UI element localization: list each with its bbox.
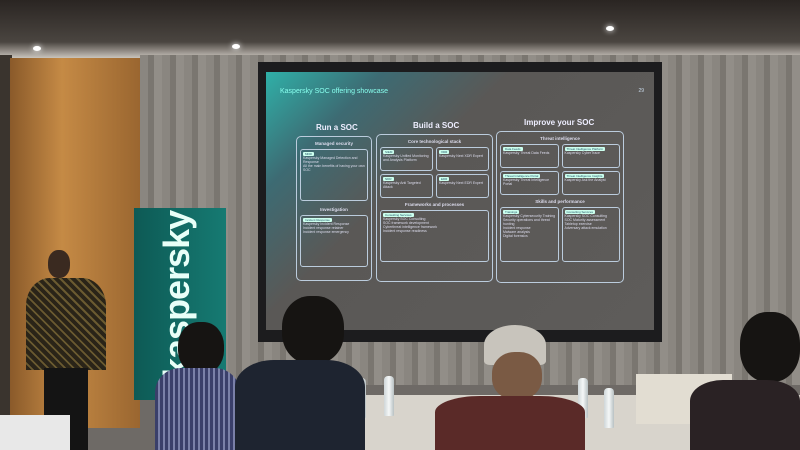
card-bullet: Incident response emergency — [303, 230, 349, 234]
card-name: Kaspersky Next XDR Expert — [439, 154, 483, 158]
card-name: Kaspersky Next EDR Expert — [439, 181, 483, 185]
section-title: Frameworks and processes — [404, 202, 465, 207]
water-bottle — [604, 388, 614, 428]
section-title: Core technological stack — [407, 139, 462, 144]
card-bullet: Malware analysis — [503, 230, 530, 234]
card-name: Kaspersky Threat Data Feeds — [503, 151, 550, 155]
card-bullet: Security operations and threat hunting — [503, 218, 550, 226]
card-bullet: Cyberthreat intelligence framework — [383, 225, 438, 229]
slide-title: Kaspersky SOC offering showcase — [280, 88, 389, 95]
wall — [0, 55, 12, 435]
ceiling-light — [33, 46, 41, 51]
card-name: Kaspersky Anti Targeted Attack — [383, 181, 421, 189]
card-bullet: Adversary attack emulation — [564, 226, 607, 230]
card-tag: Data Feeds — [503, 147, 523, 151]
audience-head — [282, 296, 344, 364]
audience-member — [435, 396, 585, 450]
card-tag: Threat Intelligence Insights — [564, 174, 605, 178]
ceiling-light — [606, 26, 614, 31]
card-bullet: Digital forensics — [503, 234, 528, 238]
card-tag: Threat Intelligence Platform — [564, 147, 606, 151]
water-bottle — [578, 378, 588, 418]
card-name: Kaspersky Cybersecurity Training — [503, 214, 556, 218]
column-heading: Improve your SOC — [524, 118, 595, 127]
card-name: Kaspersky SOC Consulting — [564, 214, 607, 218]
audience-head — [740, 312, 800, 382]
presentation-slide: Kaspersky SOC offering showcase 29 Run a… — [266, 72, 654, 330]
card-bullet: Incident response retainer — [303, 226, 344, 230]
card-tag: NDR — [383, 177, 394, 181]
section-title: Investigation — [320, 207, 348, 212]
column-heading: Build a SOC — [413, 121, 460, 130]
speaker-head — [48, 250, 70, 278]
card-tag: Trainings — [503, 210, 520, 214]
section-title: Managed security — [314, 141, 353, 146]
water-bottle — [384, 376, 394, 416]
card-bullet: SOC framework development — [383, 221, 429, 225]
card-tag: Threat Intelligence Portal — [503, 174, 541, 178]
card-name: Kaspersky Managed Detection and Response — [303, 156, 358, 164]
card-name: Kaspersky Ask the Analyst — [564, 178, 606, 182]
card-name: Kaspersky Unified Monitoring and Analysi… — [383, 154, 429, 162]
card-name: Kaspersky SOC Consulting — [383, 217, 426, 221]
card-tag: Consulting Services — [564, 210, 596, 214]
audience-head — [492, 352, 542, 400]
card-bullet: SOC Maturity assessment — [564, 218, 606, 222]
audience-member — [690, 380, 800, 450]
card-bullet: Tabletop exercise — [564, 222, 592, 226]
card-bullet: All the main benefits of having your own… — [303, 164, 365, 172]
ceiling-light — [232, 44, 240, 49]
section-title: Skills and performance — [535, 199, 585, 204]
speaker-shirt — [26, 278, 106, 370]
card-name: Kaspersky Incident Response — [303, 222, 350, 226]
column-heading: Run a SOC — [316, 123, 358, 132]
audience-member — [155, 368, 240, 450]
audience-member — [235, 360, 365, 450]
audience-head — [178, 322, 224, 374]
card-tag: MDR — [303, 152, 314, 156]
card-name: Kaspersky Threat Intelligence Portal — [503, 178, 550, 186]
card-bullet: Incident response readiness — [383, 229, 427, 233]
card-bullet: Incident response — [503, 226, 531, 230]
card-tag: SIEM — [383, 150, 395, 154]
projector — [0, 415, 70, 450]
card-name: Kaspersky CyberTrace — [564, 151, 600, 155]
card-tag: EDR — [439, 177, 450, 181]
slide-number: 29 — [638, 88, 644, 94]
card-tag: Incident Response — [303, 218, 332, 222]
card-tag: Consulting Services — [383, 213, 414, 217]
ceiling — [0, 0, 800, 60]
section-title: Threat intelligence — [540, 136, 580, 141]
card-tag: XDR — [439, 150, 450, 154]
